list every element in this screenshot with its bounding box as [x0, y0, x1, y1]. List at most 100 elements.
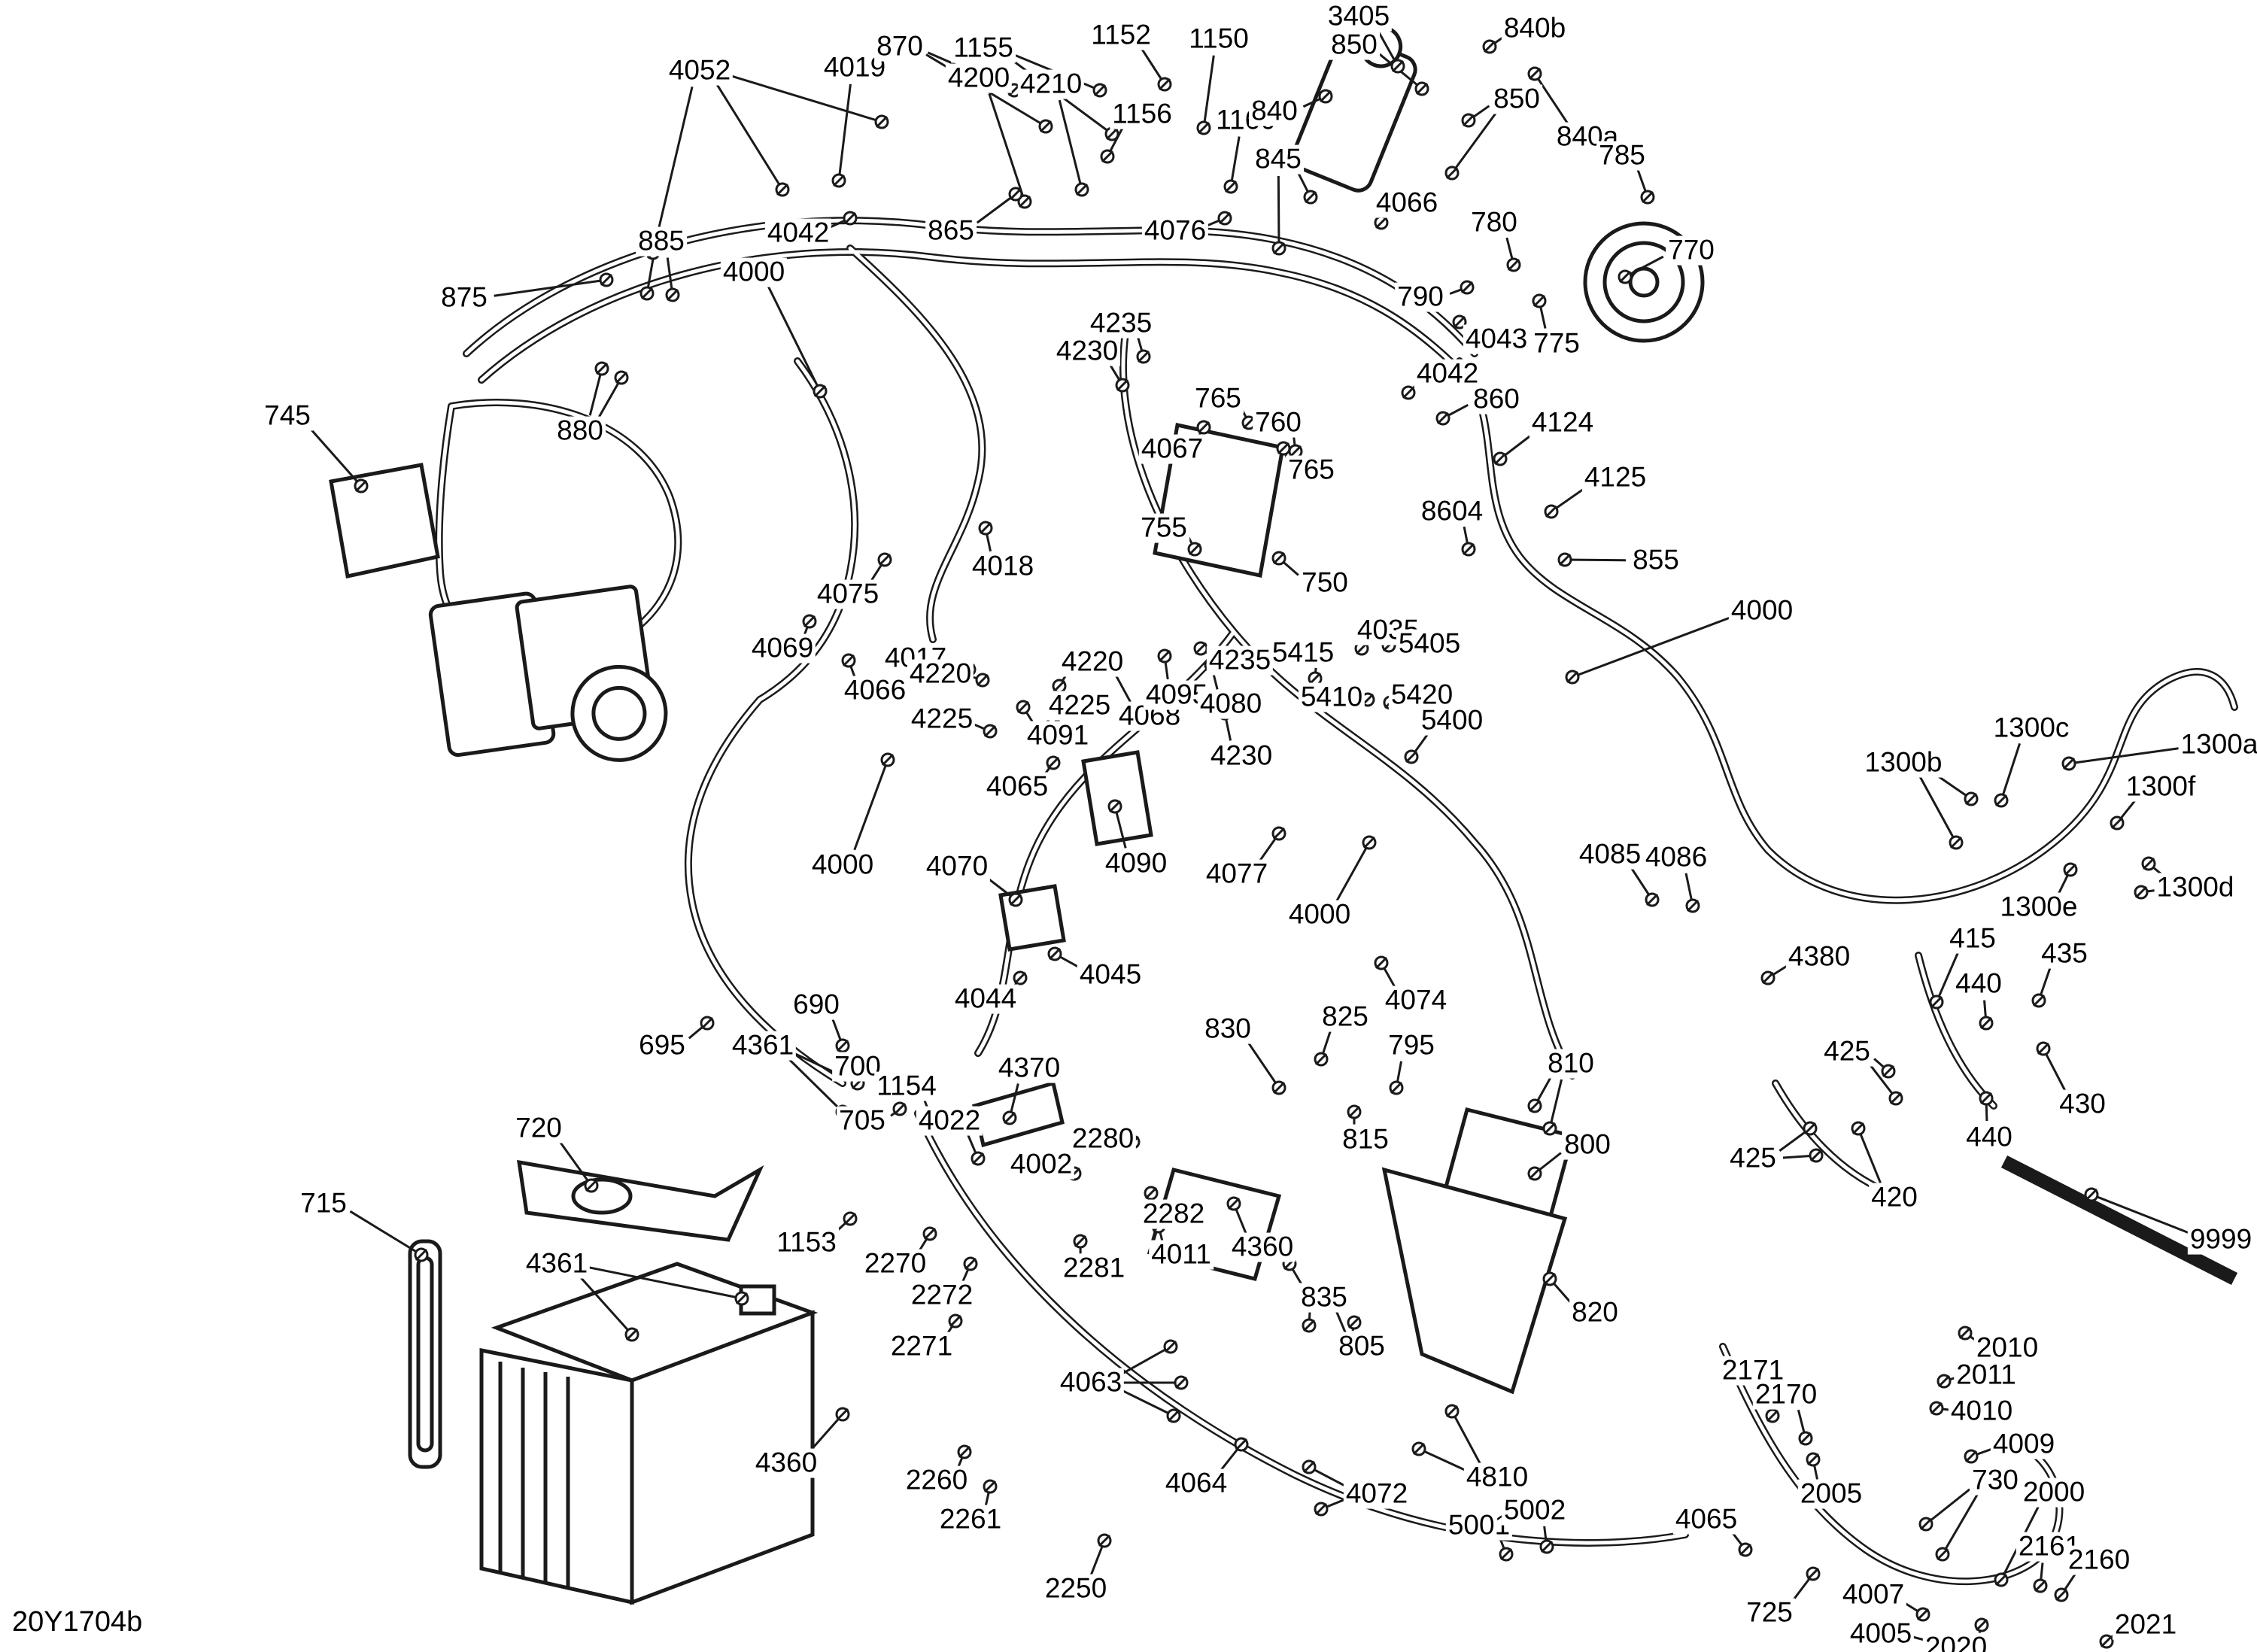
part-callout-4010: 4010 — [1948, 1396, 2016, 1426]
part-callout-4064: 4064 — [1162, 1468, 1230, 1499]
part-callout-5400: 5400 — [1418, 706, 1486, 736]
part-callout-4361: 4361 — [523, 1249, 591, 1279]
part-callout-2010: 2010 — [1973, 1333, 2041, 1363]
part-callout-4086: 4086 — [1642, 843, 1710, 873]
part-callout-4069: 4069 — [749, 633, 816, 664]
part-callout-4125: 4125 — [1581, 463, 1649, 493]
part-callout-870: 870 — [874, 32, 925, 62]
part-callout-690: 690 — [791, 990, 842, 1020]
part-callout-1300d: 1300d — [2154, 873, 2237, 903]
part-callout-4220: 4220 — [907, 659, 974, 689]
part-callout-1300a: 1300a — [2178, 730, 2257, 760]
part-callout-795: 795 — [1386, 1031, 1437, 1061]
part-callout-1155: 1155 — [951, 33, 1016, 63]
part-callout-705: 705 — [837, 1106, 888, 1136]
part-callout-4360: 4360 — [1229, 1232, 1296, 1262]
part-callout-4066: 4066 — [841, 676, 909, 706]
part-callout-4009: 4009 — [1990, 1429, 2058, 1459]
part-callout-775: 775 — [1531, 329, 1582, 359]
part-callout-4045: 4045 — [1077, 960, 1144, 990]
part-callout-855: 855 — [1630, 545, 1681, 575]
part-callout-4225: 4225 — [908, 704, 976, 734]
part-callout-880: 880 — [554, 416, 606, 446]
part-callout-850: 850 — [1329, 30, 1380, 60]
part-callout-4080: 4080 — [1197, 689, 1265, 719]
part-callout-4230: 4230 — [1207, 741, 1275, 771]
part-callout-865: 865 — [925, 216, 977, 246]
part-callout-8604: 8604 — [1418, 497, 1486, 527]
part-callout-4380: 4380 — [1785, 942, 1853, 972]
part-callout-4200: 4200 — [945, 63, 1013, 93]
part-callout-2250: 2250 — [1042, 1574, 1110, 1604]
part-callout-4810: 4810 — [1463, 1462, 1531, 1493]
part-callout-2011: 2011 — [1954, 1360, 2019, 1390]
part-callout-2000: 2000 — [2020, 1477, 2088, 1508]
part-callout-4007: 4007 — [1839, 1580, 1907, 1610]
part-callout-4011: 4011 — [1149, 1240, 1214, 1270]
part-callout-2271: 2271 — [888, 1332, 955, 1362]
part-callout-4052: 4052 — [666, 56, 734, 86]
drawing-code: 20Y1704b — [12, 1606, 143, 1638]
part-callout-835: 835 — [1299, 1283, 1350, 1313]
part-callout-770: 770 — [1666, 235, 1717, 266]
part-callout-425: 425 — [1727, 1143, 1779, 1174]
part-callout-4235: 4235 — [1087, 308, 1155, 339]
part-callout-1153: 1153 — [774, 1228, 839, 1258]
part-callout-3405: 3405 — [1325, 2, 1393, 32]
part-callout-4360: 4360 — [752, 1448, 820, 1478]
part-callout-4235: 4235 — [1206, 645, 1274, 676]
part-callout-700: 700 — [832, 1052, 883, 1082]
part-callout-5405: 5405 — [1396, 629, 1463, 659]
part-callout-1156: 1156 — [1110, 99, 1174, 129]
part-callout-2020: 2020 — [1922, 1632, 1990, 1652]
part-callout-780: 780 — [1469, 208, 1520, 238]
part-callout-430: 430 — [2057, 1089, 2108, 1119]
part-callout-805: 805 — [1336, 1332, 1387, 1362]
part-callout-4065: 4065 — [983, 772, 1051, 802]
part-callout-1152: 1152 — [1089, 20, 1153, 50]
part-callout-4210: 4210 — [1017, 69, 1085, 99]
part-callout-415: 415 — [1947, 924, 1998, 954]
part-callout-4000: 4000 — [720, 257, 788, 287]
part-callout-845: 845 — [1253, 144, 1304, 175]
part-callout-825: 825 — [1320, 1002, 1371, 1032]
part-callout-715: 715 — [298, 1189, 349, 1219]
part-callout-2280: 2280 — [1069, 1124, 1137, 1154]
part-callout-5001: 5001 — [1445, 1511, 1513, 1541]
part-callout-2270: 2270 — [861, 1249, 929, 1279]
part-callout-4000: 4000 — [809, 850, 876, 880]
part-callout-2005: 2005 — [1797, 1479, 1865, 1509]
part-callout-4124: 4124 — [1529, 408, 1596, 438]
part-callout-4065: 4065 — [1672, 1505, 1740, 1535]
part-callout-4076: 4076 — [1141, 216, 1209, 246]
part-callout-4230: 4230 — [1053, 336, 1121, 366]
part-callout-2021: 2021 — [2112, 1610, 2180, 1640]
part-callout-4000: 4000 — [1286, 900, 1353, 930]
part-callout-2272: 2272 — [908, 1280, 976, 1310]
part-callout-4075: 4075 — [814, 579, 882, 609]
part-callout-1154: 1154 — [874, 1071, 939, 1101]
part-callout-2281: 2281 — [1060, 1253, 1128, 1283]
part-callout-4043: 4043 — [1463, 324, 1530, 354]
part-callout-4066: 4066 — [1373, 188, 1441, 218]
part-callout-4070: 4070 — [923, 852, 991, 882]
part-callout-810: 810 — [1545, 1049, 1596, 1079]
part-callout-885: 885 — [636, 226, 687, 257]
part-callout-840b: 840b — [1501, 14, 1569, 44]
part-callout-4063: 4063 — [1057, 1368, 1125, 1398]
part-callout-4074: 4074 — [1382, 985, 1450, 1016]
part-callout-4042: 4042 — [764, 218, 832, 248]
part-callout-1300c: 1300c — [1991, 713, 2072, 743]
part-callout-1300e: 1300e — [1997, 892, 2080, 922]
part-callout-720: 720 — [513, 1113, 564, 1143]
part-callout-4042: 4042 — [1414, 359, 1481, 389]
part-callout-765: 765 — [1192, 384, 1244, 414]
part-callout-695: 695 — [636, 1031, 688, 1061]
part-callout-5002: 5002 — [1501, 1496, 1569, 1526]
part-callout-875: 875 — [439, 283, 490, 313]
part-callout-745: 745 — [262, 401, 313, 431]
part-callout-800: 800 — [1562, 1130, 1613, 1160]
part-callout-2160: 2160 — [2065, 1545, 2133, 1575]
